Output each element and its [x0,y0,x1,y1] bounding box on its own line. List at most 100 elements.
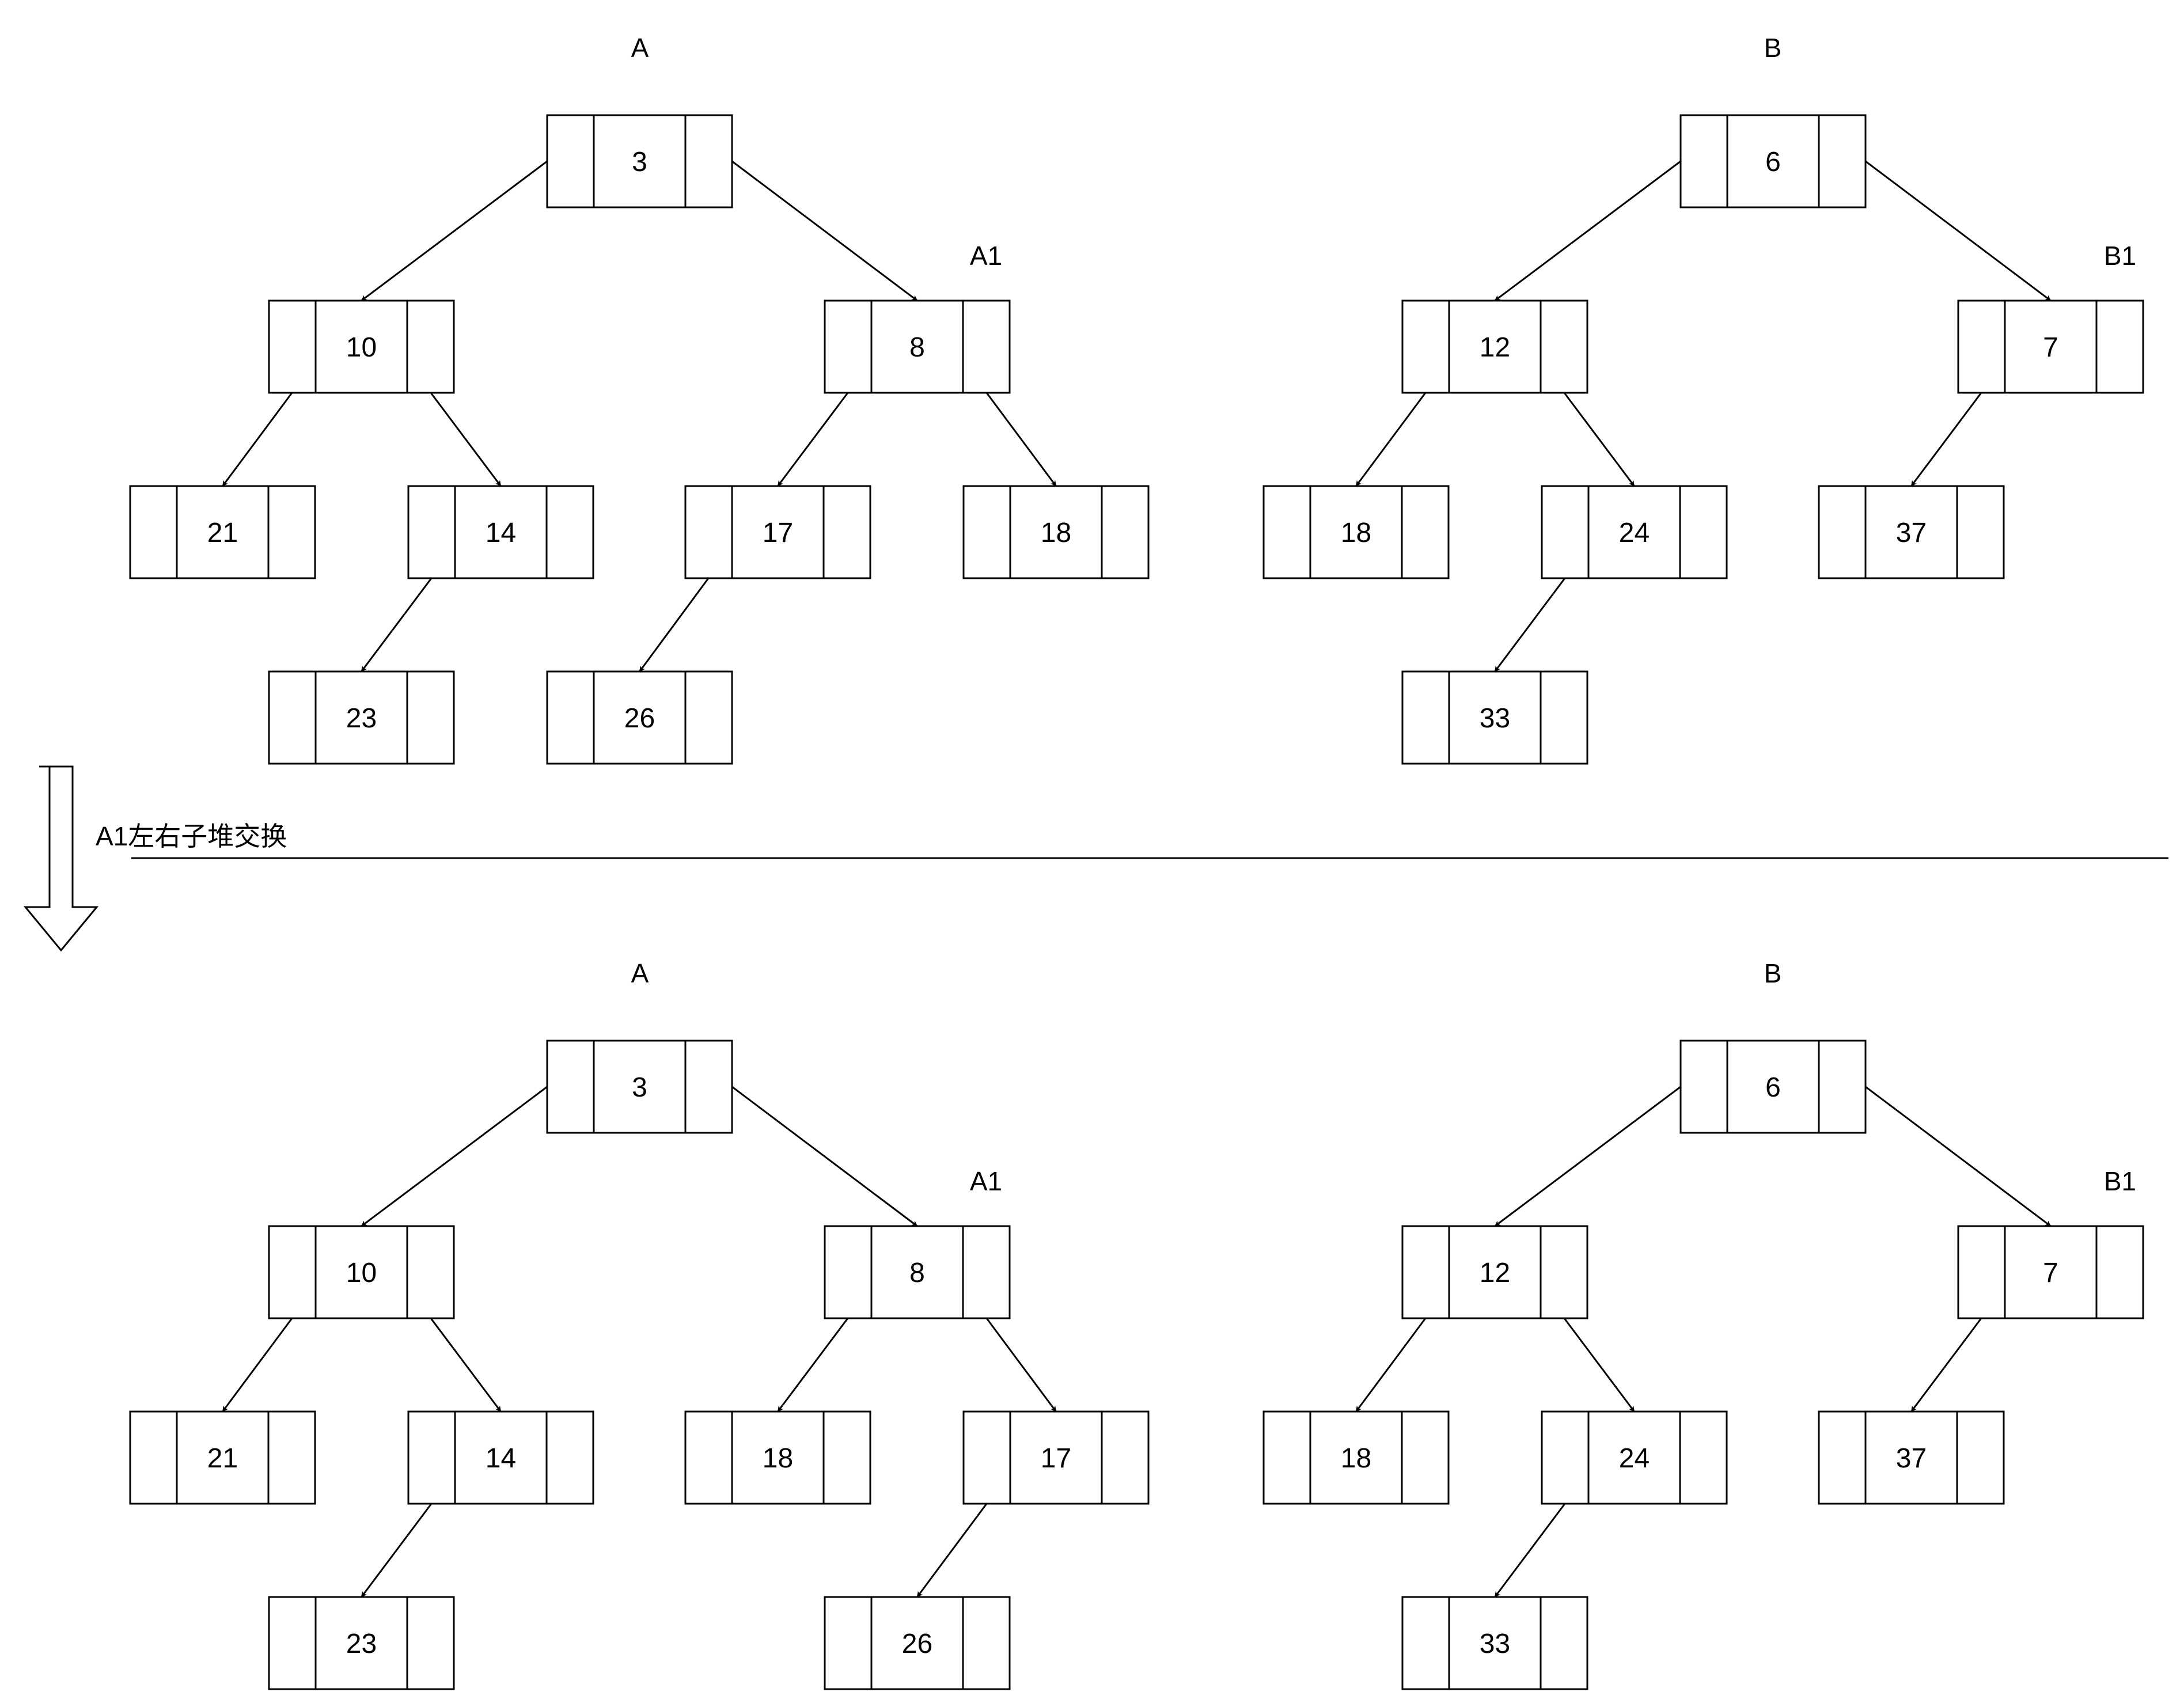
heap-node: 3 [546,114,733,208]
node-box [1401,299,1588,394]
node-box [1401,670,1588,765]
node-value: 33 [1480,1629,1510,1659]
node-box [962,1410,1150,1505]
node-box [1679,1040,1867,1134]
node-value: 23 [346,1629,377,1659]
heap-node: 33 [1401,670,1588,765]
tree-edge [361,1503,433,1598]
heap-node: 10 [268,299,455,394]
node-box [546,670,733,765]
heap-node: 21 [129,485,316,579]
heap-node: 33 [1401,1596,1588,1690]
node-value: 10 [346,332,377,363]
subtree-label-b1-bottom: B1 [2104,1166,2136,1196]
tree-edge [361,160,548,302]
node-box [824,1596,1011,1690]
node-value: 8 [909,1258,925,1288]
node-box [1262,1410,1450,1505]
node-box [268,1225,455,1319]
heap-node: 37 [1818,485,2005,579]
tree-label-a-top: A [631,33,649,63]
node-box [129,485,316,579]
node-value: 18 [763,1443,793,1474]
node-box [962,485,1150,579]
node-box [1957,1225,2144,1319]
heap-node: 23 [268,670,455,765]
node-value: 23 [346,703,377,734]
heap-node: 18 [684,1410,871,1505]
node-box [1401,1596,1588,1690]
tree-edge [916,1503,988,1598]
node-value: 17 [763,518,793,548]
heap-node: 12 [1401,1225,1588,1319]
heap-node: 18 [1262,1410,1450,1505]
node-box [268,299,455,394]
tree-edge [361,578,433,672]
transition-caption: A1左右子堆交换 [96,821,287,851]
tree-edge [1563,1318,1635,1412]
subtree-label-b1-top: B1 [2104,241,2136,271]
tree-label-b-bottom: B [1764,958,1782,988]
tree-edge [1494,578,1566,672]
node-box [1957,299,2144,394]
tree-edge [1494,1503,1566,1598]
node-value: 8 [909,332,925,363]
tree-edge [731,1086,918,1227]
tree-edge [1563,392,1635,487]
tree-edge [430,392,502,487]
node-value: 12 [1480,332,1510,363]
tree-edge [1910,1318,1982,1412]
heap-node: 3 [546,1040,733,1134]
node-value: 21 [207,1443,238,1474]
edges [222,160,2052,1598]
tree-edge [1355,392,1427,487]
tree-label-b-top: B [1764,33,1782,63]
heap-node: 6 [1679,114,1867,208]
node-box [407,485,594,579]
heap-node: 37 [1818,1410,2005,1505]
node-box [268,670,455,765]
node-box [546,114,733,208]
subtree-label-a1-top: A1 [970,241,1002,271]
node-value: 18 [1341,518,1371,548]
node-value: 21 [207,518,238,548]
tree-edge [1494,1086,1681,1227]
node-box [1818,485,2005,579]
node-value: 26 [624,703,655,734]
heap-node: 24 [1541,1410,1728,1505]
node-box [684,485,871,579]
node-box [1818,1410,2005,1505]
heap-node: 7 [1957,299,2144,394]
node-value: 33 [1480,703,1510,734]
node-value: 3 [632,147,647,177]
node-value: 18 [1341,1443,1371,1474]
tree-edge [985,392,1057,487]
tree-edge [985,1318,1057,1412]
heap-node: 26 [824,1596,1011,1690]
node-value: 24 [1619,518,1650,548]
node-value: 6 [1765,1072,1781,1103]
node-box [684,1410,871,1505]
node-box [129,1410,316,1505]
heap-node: 18 [962,485,1150,579]
tree-edge [361,1086,548,1227]
node-value: 24 [1619,1443,1650,1474]
tree-edge [222,392,293,487]
heap-node: 8 [824,299,1011,394]
node-value: 37 [1896,1443,1927,1474]
node-box [546,1040,733,1134]
heap-node: 23 [268,1596,455,1690]
transition-arrow-icon [23,765,99,952]
node-box [1541,485,1728,579]
node-value: 6 [1765,147,1781,177]
heap-node: 21 [129,1410,316,1505]
node-value: 37 [1896,518,1927,548]
node-value: 18 [1041,518,1071,548]
tree-edge [1865,1086,2052,1227]
heap-node: 14 [407,1410,594,1505]
heap-node: 17 [962,1410,1150,1505]
tree-edge [1355,1318,1427,1412]
node-box [1401,1225,1588,1319]
